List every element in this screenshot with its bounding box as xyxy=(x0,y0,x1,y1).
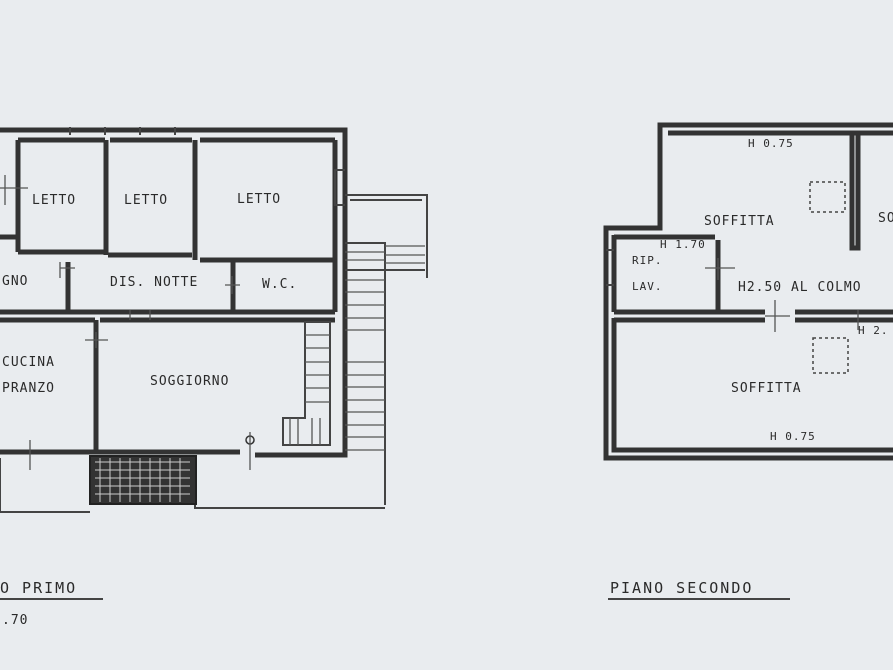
height-label-bottom: H 0.75 xyxy=(770,430,816,443)
room-label-night-corridor: DIS. NOTTE xyxy=(110,275,198,290)
room-label-bathroom: GNO xyxy=(2,274,28,289)
room-label-wc: W.C. xyxy=(262,277,297,292)
first-floor-plan: LETTO LETTO LETTO GNO DIS. NOTTE W.C. CU… xyxy=(0,127,428,628)
height-label-storage: H 1.70 xyxy=(660,238,706,251)
room-label-storage: RIP. xyxy=(632,254,663,267)
room-label-laundry: LAV. xyxy=(632,280,663,293)
room-label-attic-top-right: SO xyxy=(878,211,893,226)
room-label-attic-top: SOFFITTA xyxy=(704,214,775,229)
first-floor-title: O PRIMO xyxy=(0,579,77,597)
room-label-attic-bottom: SOFFITTA xyxy=(731,381,802,396)
room-label-living-room: SOGGIORNO xyxy=(150,374,229,389)
second-floor-plan: H 0.75 SOFFITTA SO H 1.70 RIP. LAV. H2.5… xyxy=(0,122,893,600)
height-label-right: H 2. xyxy=(858,324,889,337)
room-label-bedroom-3: LETTO xyxy=(237,192,281,207)
height-label-ridge: H2.50 AL COLMO xyxy=(738,280,862,295)
room-label-bedroom-2: LETTO xyxy=(124,193,168,208)
first-floor-height-note: .70 xyxy=(2,613,28,628)
room-label-bedroom-1: LETTO xyxy=(32,193,76,208)
height-label-top: H 0.75 xyxy=(748,137,794,150)
room-label-kitchen: CUCINA xyxy=(2,355,55,370)
second-floor-title: PIANO SECONDO xyxy=(610,579,753,597)
room-label-dining: PRANZO xyxy=(2,381,55,396)
